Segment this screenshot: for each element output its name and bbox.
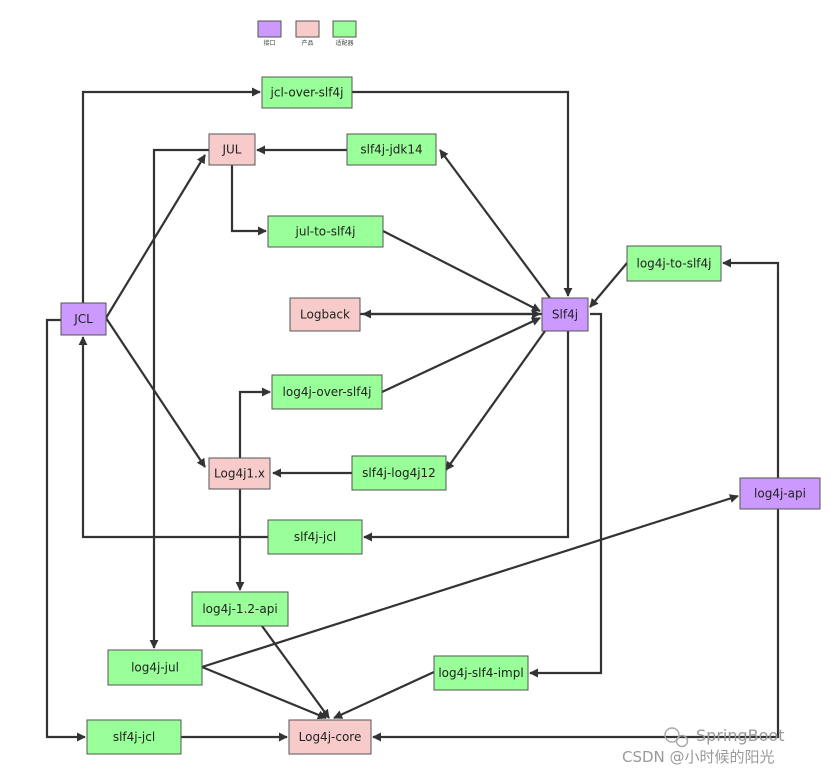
node-log4j-slf4-impl: log4j-slf4-impl <box>433 655 529 691</box>
node-log4j1x: Log4j1.x <box>208 457 271 490</box>
node-box-log4j-slf4-impl <box>433 655 529 691</box>
node-label-jul: JUL <box>221 143 241 157</box>
legend-label-implementation: 产品 <box>301 39 313 47</box>
node-label-jul-to-slf4j: jul-to-slf4j <box>295 225 356 239</box>
edge-slf4j-to-slf4j-jcl-upper <box>363 331 570 542</box>
node-label-slf4j-log4j12: slf4j-log4j12 <box>362 466 436 480</box>
node-box-slf4j-jdk14 <box>346 133 437 166</box>
edge-log4j-jul-to-log4j-core <box>201 665 327 720</box>
node-jcl: JCL <box>60 302 107 336</box>
node-box-slf4j <box>541 297 589 332</box>
watermark: SpringBoot CSDN @小时候的阳光 <box>622 726 784 766</box>
edge-jcl-to-jcl-over-slf4j <box>81 87 261 303</box>
edge-jul-to-log4j-jul <box>149 148 222 649</box>
node-log4j-core: Log4j-core <box>288 719 372 755</box>
node-slf4j: Slf4j <box>541 297 589 332</box>
node-box-jcl-over-slf4j <box>261 76 353 109</box>
node-log4j-api: log4j-api <box>739 477 821 510</box>
edge-jul-to-jul-to-slf4j <box>230 165 267 236</box>
watermark-brand: SpringBoot <box>696 726 784 745</box>
node-label-log4j-to-slf4j: log4j-to-slf4j <box>637 257 712 271</box>
node-slf4j-log4j12: slf4j-log4j12 <box>351 455 447 491</box>
node-slf4j-jdk14: slf4j-jdk14 <box>346 133 437 166</box>
node-logback: Logback <box>289 297 361 332</box>
node-box-slf4j-jcl-lower <box>86 719 182 755</box>
node-slf4j-jcl-upper: slf4j-jcl <box>267 519 363 555</box>
watermark-caption: CSDN @小时候的阳光 <box>622 748 775 766</box>
legend-label-adapter: 适配器 <box>335 39 353 47</box>
node-label-slf4j-jcl-upper: slf4j-jcl <box>294 530 336 544</box>
edge-log4j-api-to-log4j-core <box>372 509 780 742</box>
node-label-log4j-slf4-impl: log4j-slf4-impl <box>438 666 523 680</box>
edge-slf4j-to-slf4j-jdk14 <box>439 149 551 299</box>
node-box-jul <box>208 133 256 166</box>
node-label-log4j-core: Log4j-core <box>299 730 362 744</box>
legend-label-interface: 接口 <box>263 39 275 47</box>
node-slf4j-jcl-lower: slf4j-jcl <box>86 719 182 755</box>
edge-jul-to-slf4j-to-slf4j <box>382 230 541 312</box>
node-box-logback <box>289 297 361 332</box>
node-jul-to-slf4j: jul-to-slf4j <box>267 215 384 248</box>
node-label-log4j-over-slf4j: log4j-over-slf4j <box>283 385 372 399</box>
node-label-log4j-12-api: log4j-1.2-api <box>202 602 277 616</box>
edge-slf4j-to-log4j-slf4-impl <box>529 312 603 678</box>
node-box-log4j-to-slf4j <box>626 245 722 282</box>
edge-log4j-api-to-log4j-to-slf4j <box>722 258 780 478</box>
node-log4j-to-slf4j: log4j-to-slf4j <box>626 245 722 282</box>
node-box-log4j-over-slf4j <box>271 374 383 410</box>
node-box-log4j-api <box>739 477 821 510</box>
legend-swatch-interface <box>257 20 282 38</box>
edge-slf4j-jcl-upper-to-jcl <box>78 336 268 539</box>
node-box-jcl <box>60 302 107 336</box>
edge-jcl-to-log4j1x <box>105 317 206 468</box>
edge-log4j-to-slf4j-to-slf4j <box>589 262 628 308</box>
node-label-logback: Logback <box>300 308 350 322</box>
edge-jcl-to-slf4j-jcl-lower <box>45 318 86 742</box>
node-jcl-over-slf4j: jcl-over-slf4j <box>261 76 353 109</box>
node-box-log4j-12-api <box>191 591 289 627</box>
edge-log4j1x-to-log4j-over-slf4j <box>238 387 271 458</box>
node-log4j-jul: log4j-jul <box>107 649 203 686</box>
node-box-jul-to-slf4j <box>267 215 384 248</box>
edge-log4j-jul-to-log4j-api <box>201 494 739 669</box>
node-label-slf4j: Slf4j <box>552 308 578 322</box>
node-label-slf4j-jdk14: slf4j-jdk14 <box>360 143 422 157</box>
edge-slf4j-to-slf4j-log4j12 <box>445 330 546 471</box>
node-log4j-over-slf4j: log4j-over-slf4j <box>271 374 383 410</box>
node-label-jcl: JCL <box>73 312 93 326</box>
node-box-slf4j-jcl-upper <box>267 519 363 555</box>
edge-jcl-over-slf4j-to-slf4j <box>352 90 573 297</box>
node-box-slf4j-log4j12 <box>351 455 447 491</box>
node-label-jcl-over-slf4j: jcl-over-slf4j <box>270 86 344 100</box>
legend-swatch-implementation <box>295 20 320 38</box>
wechat-icon <box>664 727 689 748</box>
edge-log4j-over-slf4j-to-slf4j <box>381 317 541 393</box>
legend-swatch-adapter <box>332 20 357 38</box>
node-label-slf4j-jcl-lower: slf4j-jcl <box>113 730 155 744</box>
edge-jcl-to-jul <box>105 154 206 319</box>
node-label-log4j-api: log4j-api <box>754 487 806 501</box>
edge-layer <box>45 87 780 742</box>
node-box-log4j-jul <box>107 649 203 686</box>
node-label-log4j-jul: log4j-jul <box>131 661 179 675</box>
legend: 接口 产品 适配器 <box>257 20 357 47</box>
node-label-log4j1x: Log4j1.x <box>214 467 265 481</box>
node-jul: JUL <box>208 133 256 166</box>
edge-log4j-12-api-to-log4j-core <box>261 625 330 719</box>
node-box-log4j-core <box>288 719 372 755</box>
node-log4j-12-api: log4j-1.2-api <box>191 591 289 627</box>
node-box-log4j1x <box>208 457 271 490</box>
edge-log4j-slf4-impl-to-log4j-core <box>333 671 435 719</box>
